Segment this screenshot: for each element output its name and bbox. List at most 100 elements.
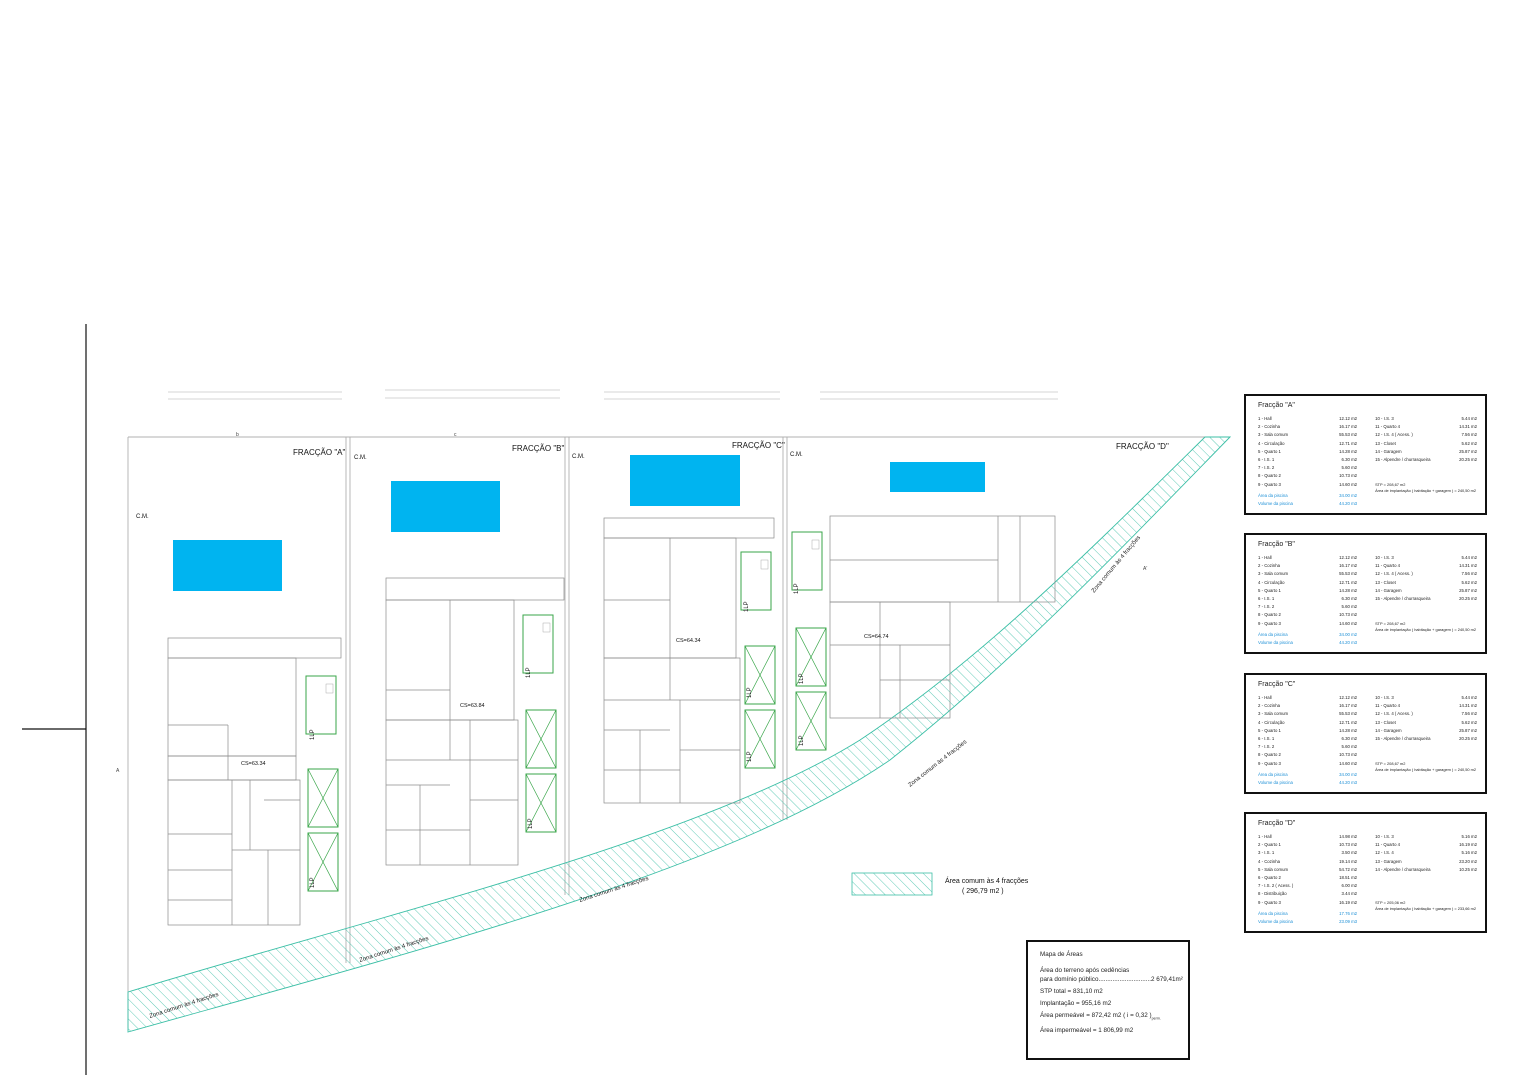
fraction-c-label: FRACÇÃO "C" [732, 441, 785, 450]
pool-area-value: 34.00 m2 [1339, 771, 1358, 777]
pool-a [173, 540, 282, 591]
room-name: 7 - I.S. 2 [1258, 744, 1275, 750]
room-name: 8 - Distribuição [1258, 891, 1287, 897]
building-c-plan [603, 517, 775, 804]
parking-spaces-d [791, 531, 827, 751]
dimension-lines-top [168, 389, 1058, 400]
fraction-a-label: FRACÇÃO "A" [293, 448, 346, 457]
implantacao-value: Área de implantação ( habitação + garage… [1375, 906, 1477, 912]
area-permeavel-subscript: perm. [1151, 1016, 1161, 1021]
cs-label-a: CS=63.34 [241, 761, 266, 767]
room-name: 5 - Quarto 1 [1258, 727, 1281, 733]
room-name: 7 - I.S. 2 [1258, 465, 1275, 471]
room-name: 6 - I.S. 1 [1258, 596, 1275, 602]
room-name: 10 - I.S. 3 [1375, 416, 1394, 421]
room-name: 11 - Quarto 4 [1375, 703, 1401, 709]
section-mark-a-prime: A' [1143, 566, 1147, 572]
room-area: 14.31 m2 [1459, 703, 1477, 709]
room-name: 8 - Quarto 2 [1258, 752, 1281, 758]
room-area: 5.44 m2 [1461, 416, 1477, 421]
cs-label-c: CS=64.34 [676, 638, 701, 644]
panel-fraccao-d: Fracção "D" 1 - Hall 2 - Quarto 1 3 - I.… [1244, 812, 1487, 933]
room-area: 14.28 m2 [1339, 448, 1358, 454]
room-area: 54.72 m2 [1339, 866, 1358, 872]
room-area: 6.30 m2 [1341, 736, 1358, 742]
room-name: 8 - Quarto 2 [1258, 612, 1281, 618]
room-name: 13 - Garagem [1375, 858, 1402, 864]
parking-label-a2: 1LP [310, 877, 316, 888]
room-area: 10.25 m2 [1459, 866, 1477, 872]
room-area: 16.19 m2 [1339, 899, 1358, 905]
room-name: 9 - Quarto 3 [1258, 760, 1281, 766]
room-area: 14.98 m2 [1339, 834, 1358, 839]
room-area: 14.60 m2 [1339, 481, 1358, 487]
room-name: 15 - Alpendre / churrasqueira [1375, 736, 1431, 742]
room-name: 4 - Circulação [1258, 719, 1285, 725]
room-area: 7.56 m2 [1461, 432, 1477, 438]
pool-volume-label: Volume da piscina [1258, 919, 1293, 925]
room-name: 6 - Quarto 2 [1258, 875, 1281, 881]
fraction-b-label: FRACÇÃO "B" [512, 444, 565, 453]
implantacao-value: Área de implantação ( habitação + garage… [1375, 627, 1477, 633]
room-area: 10.73 m2 [1339, 752, 1358, 758]
panel-fraccao-b: Fracção "B" 1 - Hall 2 - Cozinha 3 - Sal… [1244, 533, 1487, 654]
room-area: 14.60 m2 [1339, 620, 1358, 626]
room-area: 16.19 m2 [1459, 842, 1477, 848]
room-area: 20.25 m2 [1459, 457, 1477, 463]
room-area: 10.73 m2 [1339, 473, 1358, 479]
room-area: 6.30 m2 [1341, 596, 1358, 602]
room-name: 5 - Quarto 1 [1258, 587, 1281, 593]
room-name: 14 - Garagem [1375, 587, 1402, 593]
pool-volume-label: Volume da piscina [1258, 780, 1293, 786]
panel-fraccao-a: Fracção "A" 1 - Hall 2 - Cozinha 3 - Sal… [1244, 394, 1487, 515]
room-name: 1 - Hall [1258, 555, 1272, 560]
room-name: 5 - Sala comum [1258, 866, 1289, 872]
parking-label-d3: 1LP [799, 735, 805, 746]
room-name: 9 - Quarto 3 [1258, 481, 1281, 487]
room-area: 10.73 m2 [1339, 612, 1358, 618]
room-name: 7 - I.S. 2 ( Acess. ) [1258, 883, 1294, 889]
room-area: 25.87 m2 [1459, 448, 1477, 454]
room-name: 11 - Quarto 4 [1375, 424, 1401, 430]
room-name: 7 - I.S. 2 [1258, 604, 1275, 610]
cm-label-c: C.M. [572, 454, 585, 460]
parking-label-b2: 1LP [528, 818, 534, 829]
room-name: 12 - I.S. 4 [1375, 850, 1394, 856]
room-area: 12.71 m2 [1339, 719, 1358, 725]
room-area: 5.62 m2 [1461, 719, 1477, 725]
room-name: 10 - I.S. 3 [1375, 695, 1394, 700]
room-area: 3.50 m2 [1341, 850, 1358, 856]
room-name: 2 - Quarto 1 [1258, 842, 1281, 848]
room-name: 9 - Quarto 3 [1258, 620, 1281, 626]
pool-area-label: Área da piscina [1258, 771, 1288, 777]
stp-value: STP = 208,67 m2 [1375, 761, 1406, 767]
room-name: 1 - Hall [1258, 416, 1272, 421]
area-permeavel: Área permeável = 872,42 m2 ( i = 0,32 )p… [1040, 1011, 1180, 1023]
room-name: 10 - I.S. 3 [1375, 555, 1394, 560]
parking-spaces-b [522, 614, 557, 833]
legend-swatch [851, 872, 933, 896]
parking-label-c3: 1LP [747, 751, 753, 762]
room-area: 12.12 m2 [1339, 695, 1358, 700]
pool-area-label: Área da piscina [1258, 910, 1288, 916]
room-area: 5.60 m2 [1341, 744, 1358, 750]
fraction-d-label: FRACÇÃO "D" [1116, 442, 1169, 451]
terreno-line-2: para domínio público....................… [1040, 976, 1183, 983]
room-name: 13 - Closet [1375, 440, 1396, 446]
pool-volume-value: 23.09 m3 [1339, 919, 1358, 925]
room-area: 55.53 m2 [1339, 711, 1358, 717]
room-area: 16.17 m2 [1339, 563, 1358, 569]
room-area: 5.16 m2 [1461, 834, 1477, 839]
room-name: 5 - Quarto 1 [1258, 448, 1281, 454]
section-mark-c: c [454, 432, 457, 438]
room-area: 5.16 m2 [1461, 850, 1477, 856]
stp-value: STP = 205,06 m2 [1375, 900, 1406, 906]
pool-area-value: 34.00 m2 [1339, 631, 1358, 637]
room-area: 14.31 m2 [1459, 563, 1477, 569]
plot-boundaries [127, 436, 1225, 1028]
pool-c [630, 455, 740, 506]
room-name: 9 - Quarto 3 [1258, 899, 1281, 905]
room-area: 14.31 m2 [1459, 424, 1477, 430]
room-name: 8 - Quarto 2 [1258, 473, 1281, 479]
